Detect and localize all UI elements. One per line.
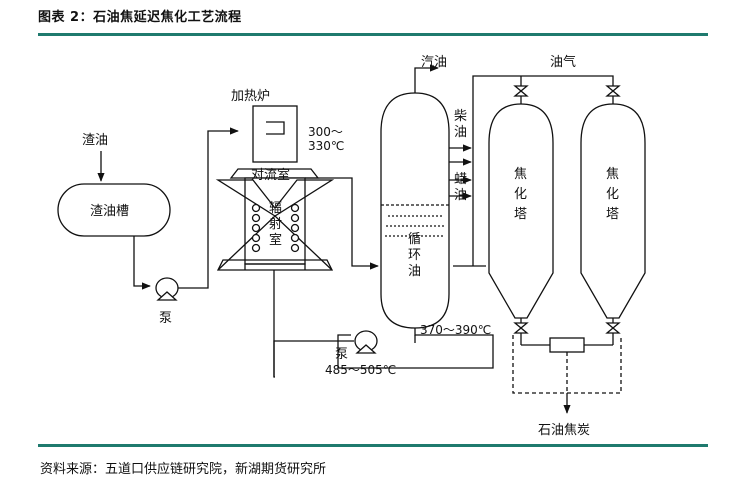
pump-bottom <box>354 330 378 354</box>
coker-tower-1 <box>488 103 554 319</box>
top-rule <box>38 33 708 36</box>
label-temp-pump: 485～505℃ <box>325 363 396 377</box>
label-residue-oil: 渣油 <box>82 133 108 148</box>
label-wax-1: 蜡 <box>454 172 467 187</box>
label-furnace: 加热炉 <box>231 89 270 104</box>
heating-furnace <box>215 105 335 271</box>
switch-valve <box>549 337 585 353</box>
label-pump-left: 泵 <box>159 311 172 326</box>
label-petroleum-coke: 石油焦炭 <box>538 423 590 438</box>
pump-left <box>155 277 179 301</box>
residue-tank <box>57 183 171 237</box>
label-coker1-2: 化 <box>514 187 527 202</box>
label-oil-gas: 油气 <box>550 54 576 70</box>
label-residue-tank: 渣油槽 <box>90 204 129 219</box>
label-pump-bottom: 泵 <box>335 347 348 362</box>
label-coker2-1: 焦 <box>606 167 619 182</box>
figure-title: 图表 2：石油焦延迟焦化工艺流程 <box>38 10 242 25</box>
label-wax-2: 油 <box>454 188 467 203</box>
label-temp-furnace-2: 330℃ <box>308 139 344 153</box>
fractionator <box>380 92 450 329</box>
label-coker2-2: 化 <box>606 187 619 202</box>
label-radiation-2: 射 <box>269 216 282 232</box>
label-diesel-1: 柴 <box>454 109 467 124</box>
label-coker1-3: 塔 <box>514 207 527 222</box>
label-temp-bottom: 370～390℃ <box>420 323 491 337</box>
figure-source: 资料来源：五道口供应链研究院，新湖期货研究所 <box>40 462 327 477</box>
label-radiation-1: 辐 <box>269 201 282 216</box>
label-radiation-3: 室 <box>269 232 282 248</box>
bottom-rule <box>38 444 708 447</box>
label-gasoline: 汽油 <box>421 55 447 70</box>
label-diesel-2: 油 <box>454 125 467 140</box>
label-cycle-1: 循 <box>408 232 421 247</box>
label-temp-furnace-1: 300～ <box>308 125 343 139</box>
label-cycle-2: 环 <box>408 248 421 263</box>
label-convection: 对流室 <box>251 167 290 183</box>
label-coker2-3: 塔 <box>606 207 619 222</box>
coker-tower-2 <box>580 103 646 319</box>
label-cycle-3: 油 <box>408 264 421 279</box>
process-flow-diagram: 渣油 渣油槽 泵 加热炉 300～ 330℃ 对流室 辐 射 室 汽油 柴 油 … <box>57 54 646 438</box>
label-coker1-1: 焦 <box>514 167 527 182</box>
